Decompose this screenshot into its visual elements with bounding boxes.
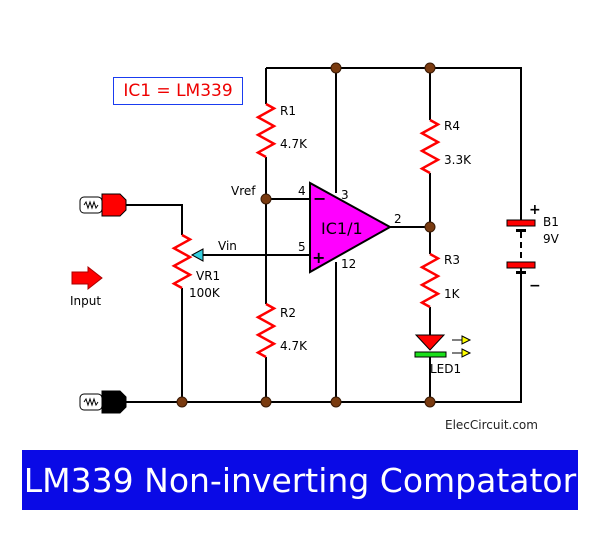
resistors — [171, 102, 441, 359]
junction-node — [260, 396, 272, 408]
vin-label: Vin — [218, 239, 237, 253]
pin-4: 4 — [298, 184, 306, 198]
b1-value: 9V — [543, 232, 560, 246]
r1-resistor — [255, 102, 277, 159]
battery-minus: − — [529, 278, 541, 294]
junction-node — [260, 193, 272, 205]
vref-label: Vref — [231, 184, 256, 198]
junction-node — [424, 62, 436, 74]
junction-nodes — [176, 62, 436, 408]
pin-3: 3 — [341, 188, 349, 202]
watermark: ElecCircuit.com — [445, 418, 538, 432]
r2-name: R2 — [280, 306, 296, 320]
b1-name: B1 — [543, 215, 559, 229]
input-label: Input — [70, 294, 101, 308]
input-arrow-icon — [71, 265, 103, 291]
r2-resistor — [255, 302, 277, 359]
r3-name: R3 — [444, 253, 460, 267]
title-banner: LM339 Non-inverting Compatator — [22, 450, 578, 510]
battery-plus: + — [529, 202, 541, 218]
pin-2: 2 — [394, 212, 402, 226]
r4-name: R4 — [444, 119, 460, 133]
r3-resistor — [419, 252, 441, 309]
junction-node — [330, 62, 342, 74]
led-cathode — [414, 351, 447, 358]
r2-value: 4.7K — [280, 339, 308, 353]
r4-value: 3.3K — [444, 153, 472, 167]
pin-5: 5 — [298, 240, 306, 254]
vr1-name: VR1 — [196, 269, 220, 283]
wiper-arrow-icon — [190, 248, 204, 262]
vr1-value: 100K — [189, 286, 221, 300]
r4-resistor — [419, 118, 441, 175]
r3-value: 1K — [444, 287, 461, 301]
pin-12: 12 — [341, 257, 356, 271]
junction-node — [424, 396, 436, 408]
light-emission-icon — [452, 335, 472, 358]
r1-value: 4.7K — [280, 137, 308, 151]
junction-node — [424, 221, 436, 233]
junction-node — [330, 396, 342, 408]
plus-sign: + — [312, 248, 325, 267]
input-jack-black[interactable] — [79, 390, 127, 414]
opamp — [309, 181, 393, 274]
led-name: LED1 — [430, 362, 461, 376]
junction-node — [176, 396, 188, 408]
minus-sign: − — [313, 189, 326, 208]
vr1-resistor — [171, 233, 193, 290]
r1-name: R1 — [280, 104, 296, 118]
ic-note: IC1 = LM339 — [113, 77, 243, 105]
input-jack-red[interactable] — [79, 193, 127, 217]
wires — [125, 67, 522, 403]
led-icon — [414, 334, 446, 351]
ic-label: IC1/1 — [321, 219, 363, 238]
battery-icon — [506, 219, 536, 274]
